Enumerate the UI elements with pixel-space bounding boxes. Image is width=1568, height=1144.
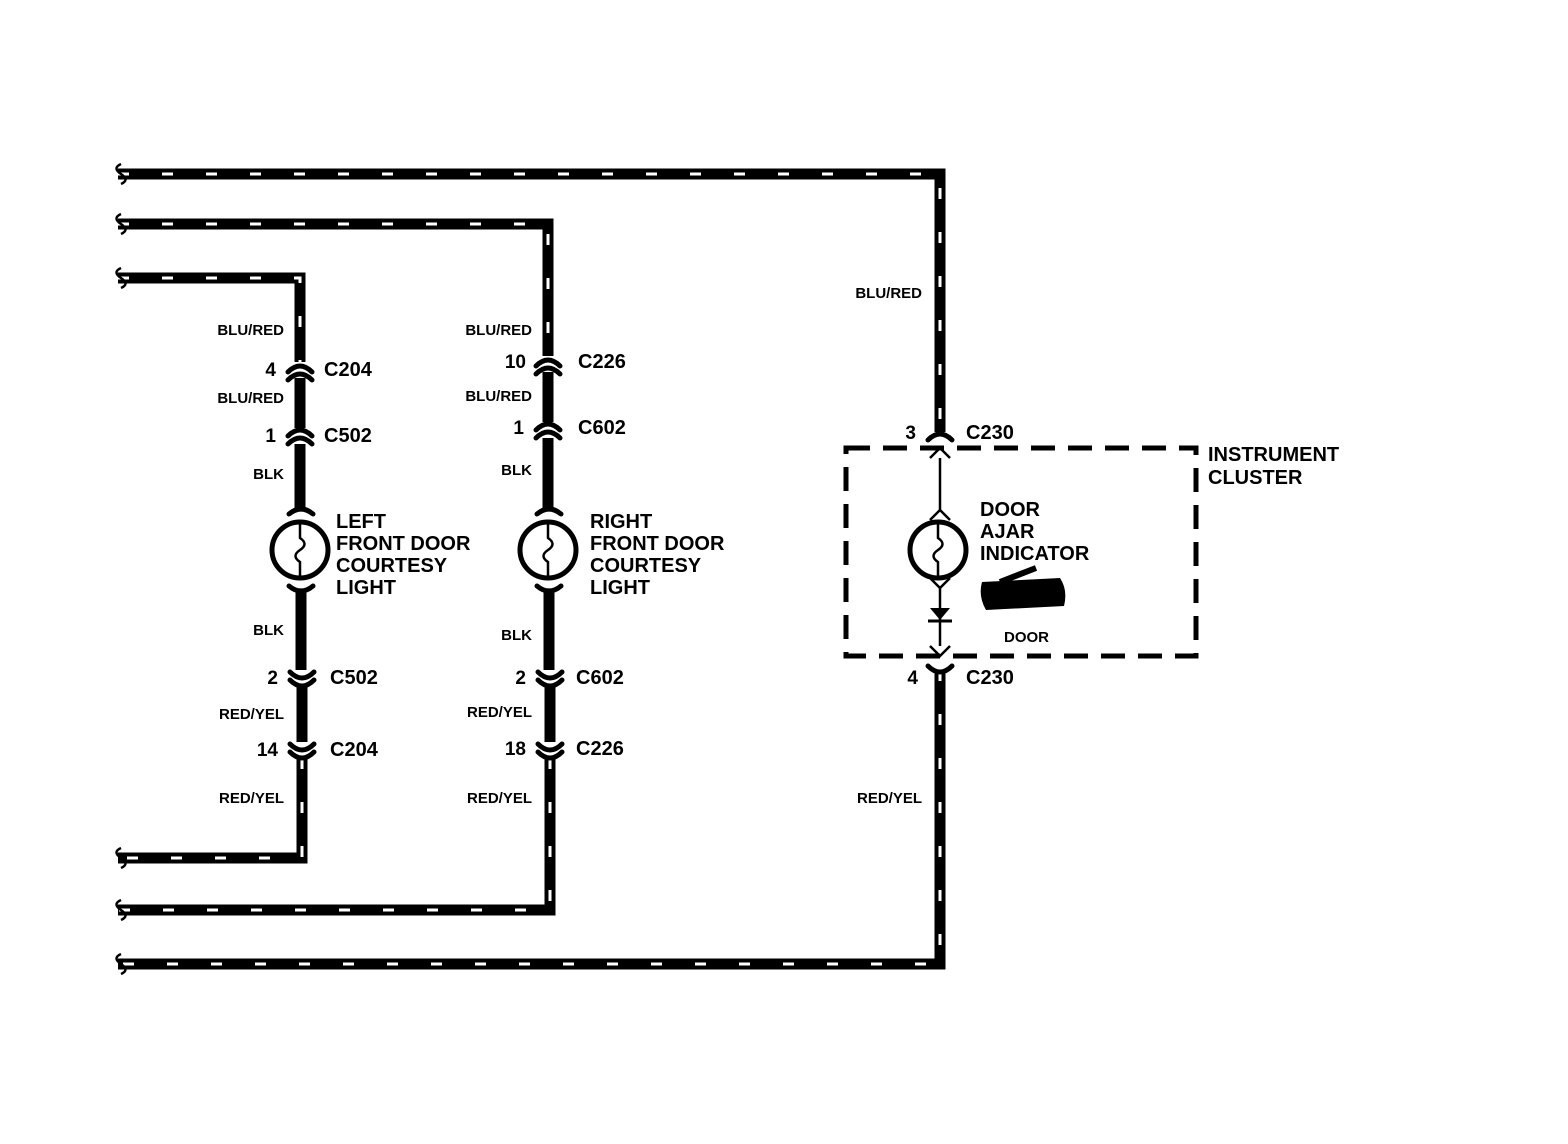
left-c204-top-pin: 4 bbox=[265, 360, 276, 381]
door-ajar-label-2: AJAR bbox=[980, 521, 1035, 543]
left-wire-bottom-lower-label: RED/YEL bbox=[219, 790, 284, 807]
connector-c204-top-symbol bbox=[285, 363, 315, 383]
c230-bottom-name: C230 bbox=[966, 667, 1014, 689]
wire-left-bottom bbox=[118, 758, 308, 864]
left-wire-bottom-upper-label: RED/YEL bbox=[219, 706, 284, 723]
right-lamp-label-1: RIGHT bbox=[590, 511, 652, 533]
connector-c502-bottom-symbol bbox=[287, 669, 317, 689]
left-c502-top-name: C502 bbox=[324, 425, 372, 447]
left-lamp-label-2: FRONT DOOR bbox=[336, 533, 471, 555]
left-wire-top-lower-label: BLU/RED bbox=[217, 390, 284, 407]
wire-cluster-top bbox=[118, 168, 946, 432]
right-c602-bottom-name: C602 bbox=[576, 667, 624, 689]
right-wire-bottom-upper-label: RED/YEL bbox=[467, 704, 532, 721]
right-wire-lamp-top-label: BLK bbox=[501, 462, 532, 479]
left-lamp-label-1: LEFT bbox=[336, 511, 386, 533]
connector-c226-bottom-symbol bbox=[535, 741, 565, 761]
right-c602-top-name: C602 bbox=[578, 417, 626, 439]
wire-cluster-bottom bbox=[118, 670, 946, 970]
right-lamp-label-2: FRONT DOOR bbox=[590, 533, 725, 555]
left-wire-lamp-top-label: BLK bbox=[253, 466, 284, 483]
instrument-cluster-label-2: CLUSTER bbox=[1208, 467, 1303, 489]
wire-end-tails bbox=[115, 162, 127, 976]
c230-bottom-pin: 4 bbox=[907, 668, 918, 689]
wire-right-bottom bbox=[118, 758, 556, 916]
right-lamp-label-4: LIGHT bbox=[590, 577, 650, 599]
right-lamp-label-3: COURTESY bbox=[590, 555, 702, 577]
diode-icon bbox=[928, 608, 952, 623]
right-wire-bottom-lower-label: RED/YEL bbox=[467, 790, 532, 807]
left-c204-bottom-name: C204 bbox=[330, 739, 379, 761]
connector-c230-bottom-symbol bbox=[925, 645, 955, 675]
door-symbol-icon bbox=[980, 565, 1066, 610]
wire-right-top bbox=[118, 218, 554, 356]
cluster-wire-bottom-label: RED/YEL bbox=[857, 790, 922, 807]
right-courtesy-lamp bbox=[517, 506, 579, 594]
right-c602-top-pin: 1 bbox=[513, 418, 524, 439]
c230-top-name: C230 bbox=[966, 422, 1014, 444]
connector-c602-bottom-symbol bbox=[535, 669, 565, 689]
connector-c602-top-symbol bbox=[533, 421, 563, 441]
right-c226-top-pin: 10 bbox=[505, 352, 526, 373]
right-segments bbox=[542, 372, 556, 742]
right-wire-top-lower-label: BLU/RED bbox=[465, 388, 532, 405]
right-wire-top-upper-label: BLU/RED bbox=[465, 322, 532, 339]
left-segments bbox=[294, 378, 308, 742]
left-lamp-label-3: COURTESY bbox=[336, 555, 448, 577]
left-wire-top-upper-label: BLU/RED bbox=[217, 322, 284, 339]
right-c226-bottom-pin: 18 bbox=[505, 739, 526, 760]
left-c502-top-pin: 1 bbox=[265, 426, 276, 447]
connector-c204-bottom-symbol bbox=[287, 741, 317, 761]
wire-left-top bbox=[118, 272, 306, 362]
instrument-cluster-label-1: INSTRUMENT bbox=[1208, 444, 1339, 466]
left-lamp-label-4: LIGHT bbox=[336, 577, 396, 599]
right-c226-bottom-name: C226 bbox=[576, 738, 624, 760]
left-wire-lamp-bottom-label: BLK bbox=[253, 622, 284, 639]
left-c502-bottom-name: C502 bbox=[330, 667, 378, 689]
door-symbol-caption: DOOR bbox=[1004, 629, 1049, 646]
left-c204-top-name: C204 bbox=[324, 359, 373, 381]
left-courtesy-lamp bbox=[269, 506, 331, 594]
instrument-cluster-box bbox=[843, 445, 1199, 659]
connector-c502-top-symbol bbox=[285, 427, 315, 447]
right-wire-lamp-bottom-label: BLK bbox=[501, 627, 532, 644]
c230-top-pin: 3 bbox=[905, 423, 916, 444]
cluster-wire-top-label: BLU/RED bbox=[855, 285, 922, 302]
door-ajar-label-3: INDICATOR bbox=[980, 543, 1090, 565]
door-ajar-indicator-lamp bbox=[907, 458, 969, 646]
right-c602-bottom-pin: 2 bbox=[515, 668, 526, 689]
left-c502-bottom-pin: 2 bbox=[267, 668, 278, 689]
connector-c226-top-symbol bbox=[533, 357, 563, 377]
left-c204-bottom-pin: 14 bbox=[257, 740, 279, 761]
right-c226-top-name: C226 bbox=[578, 351, 626, 373]
door-ajar-label-1: DOOR bbox=[980, 499, 1041, 521]
